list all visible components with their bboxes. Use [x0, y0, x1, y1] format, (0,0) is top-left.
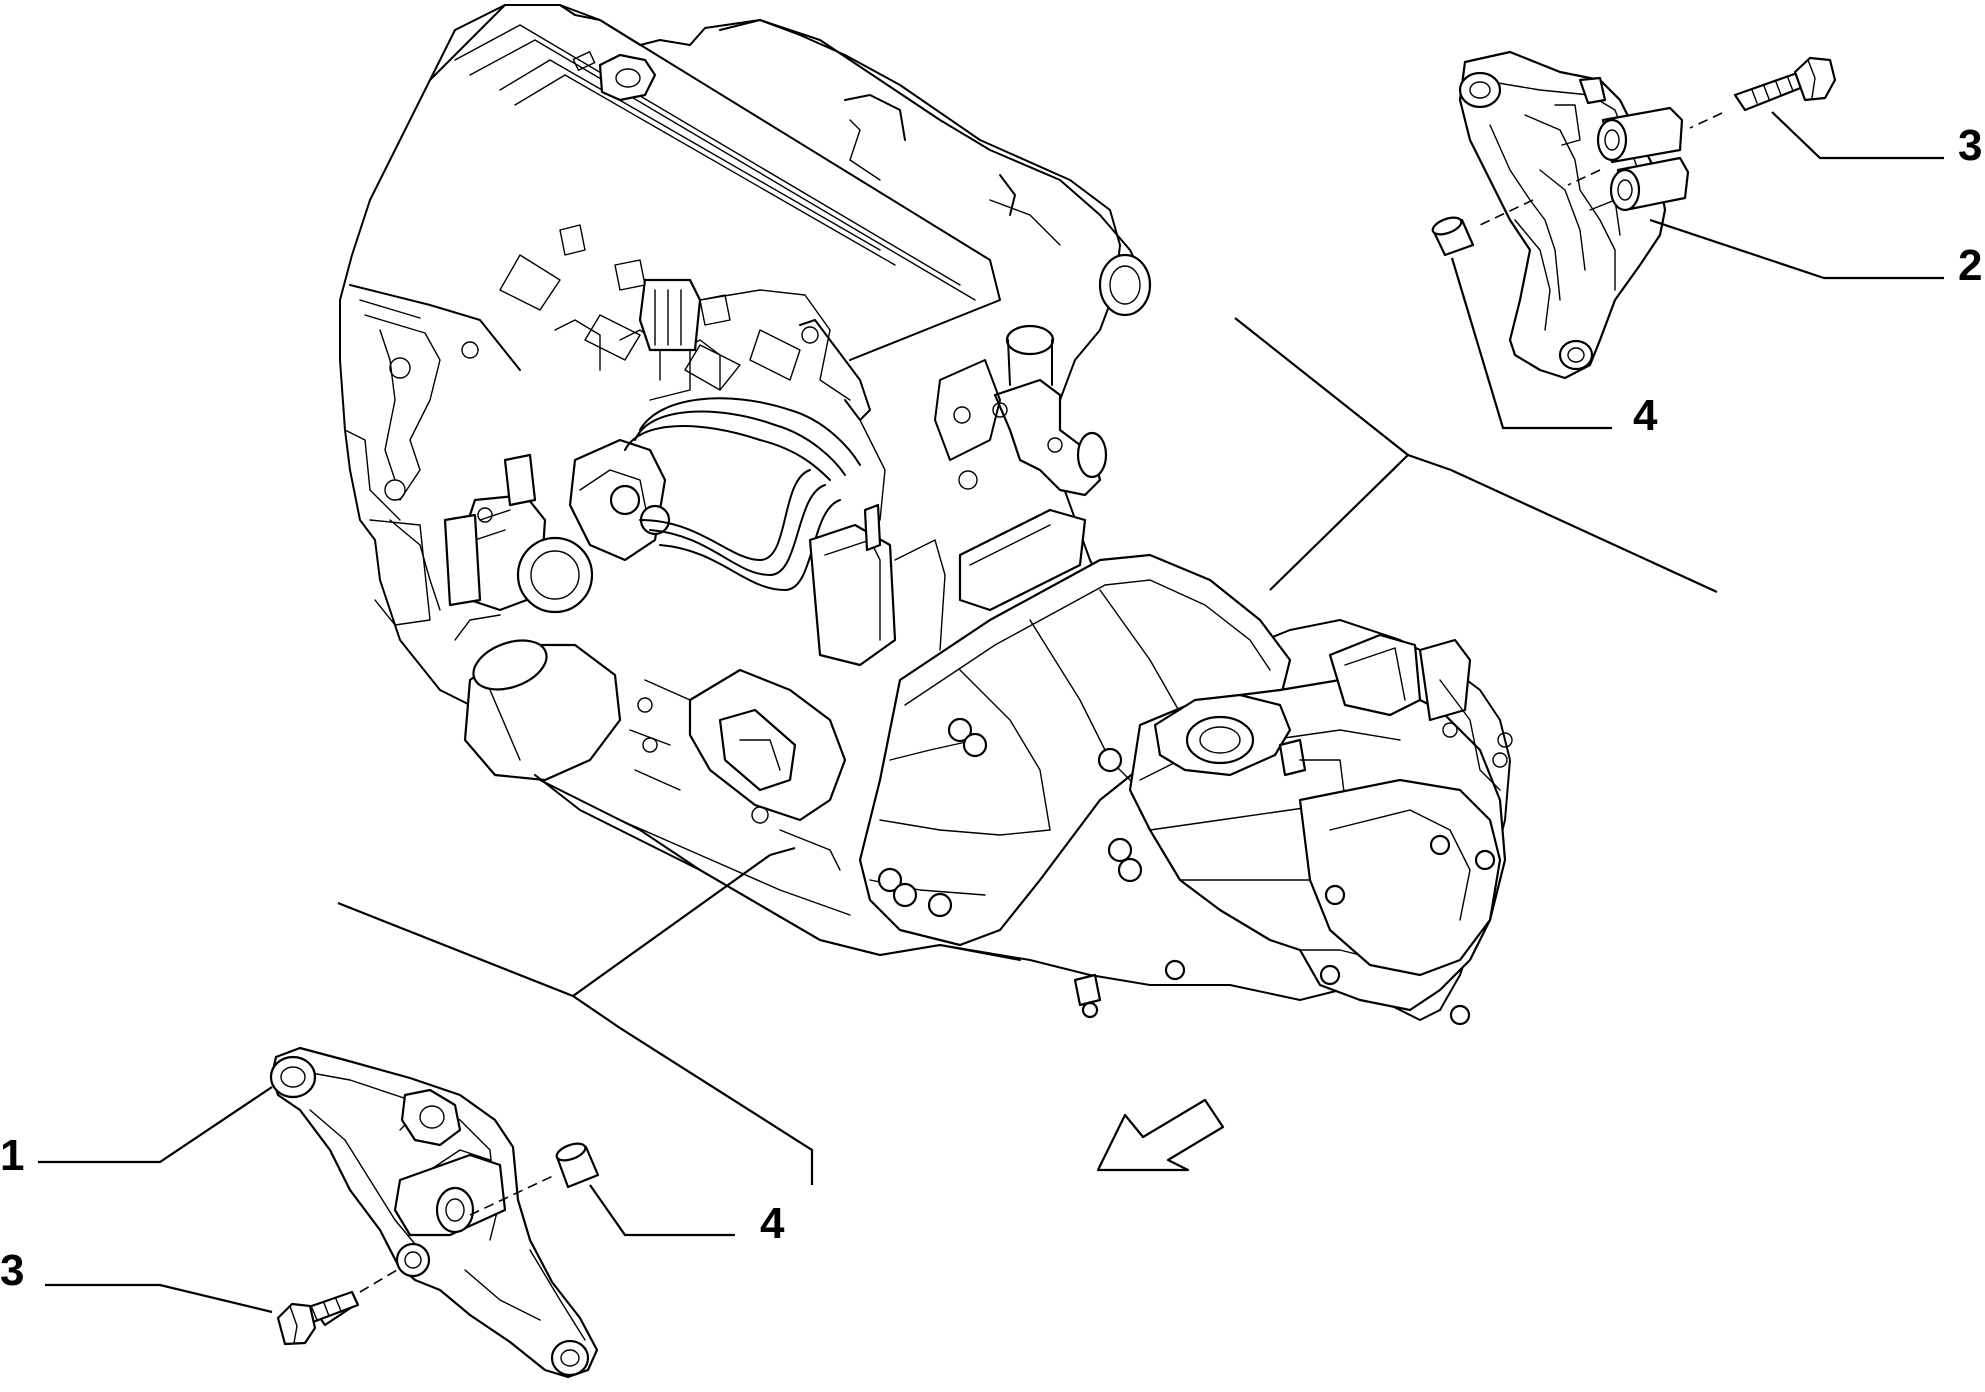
lower-mount-bolt	[276, 1290, 360, 1346]
upper-assembly-axis	[1479, 112, 1723, 226]
callout-3-upper: 3	[1958, 121, 1982, 170]
callout-4-lower: 4	[760, 1199, 785, 1248]
callout-1: 1	[0, 1131, 24, 1180]
left-engine-mount-bracket	[269, 1046, 599, 1379]
engine-assembly	[339, 4, 1513, 1026]
upper-spacer-bushing	[1431, 216, 1475, 257]
leader-4-lower	[589, 1184, 735, 1237]
leader-3-lower	[45, 1283, 273, 1314]
upper-mount-bolt	[1733, 56, 1837, 112]
callout-4-upper: 4	[1633, 391, 1658, 440]
lower-spacer-bushing	[555, 1142, 600, 1189]
leader-4-upper	[1450, 257, 1612, 430]
assembly-leader-lines	[337, 317, 1718, 1185]
right-engine-mount-bracket	[1458, 50, 1690, 380]
leader-1	[38, 1086, 273, 1164]
callout-3-lower: 3	[0, 1246, 24, 1295]
front-direction-arrow-icon	[1096, 1098, 1225, 1172]
callout-2: 2	[1958, 241, 1982, 290]
lower-assembly-axis	[359, 1174, 556, 1293]
leader-3-upper	[1771, 111, 1944, 160]
leader-2	[1649, 218, 1944, 280]
